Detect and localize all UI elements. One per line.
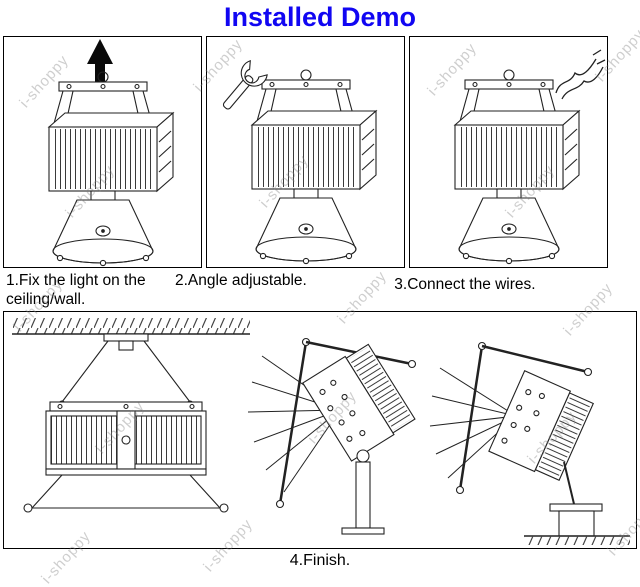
step4-illustration: [12, 318, 630, 545]
step4-caption: 4.Finish.: [289, 552, 351, 569]
highbay-light-drawing: [454, 69, 580, 265]
step4-panel: [3, 311, 637, 549]
step1-caption: 1.Fix the light on the ceiling/wall.: [6, 272, 146, 308]
step2-panel: [206, 36, 405, 268]
step3-panel: [409, 36, 608, 268]
wrench-icon: [222, 59, 268, 110]
steps-row: [0, 36, 640, 268]
ceiling-hatch: [12, 318, 250, 335]
page-title: Installed Demo: [223, 2, 417, 32]
highbay-light-drawing: [48, 71, 174, 267]
step1-panel: [3, 36, 202, 268]
step3-illustration: [454, 49, 606, 265]
arrow-up-icon: [87, 39, 113, 83]
mounted-floodlight-drawing: [23, 333, 229, 513]
highbay-light-drawing: [251, 69, 377, 265]
captions-row: 1.Fix the light on the ceiling/wall. 2.A…: [0, 268, 640, 311]
step1-illustration: [48, 39, 174, 267]
step3-caption: 3.Connect the wires.: [394, 276, 536, 293]
step2-illustration: [222, 59, 377, 265]
step2-caption: 2.Angle adjustable.: [175, 272, 307, 289]
tilted-floodlight-right-drawing: [429, 341, 630, 545]
wires-drawing: [555, 49, 606, 100]
tilted-floodlight-left-drawing: [247, 337, 417, 535]
